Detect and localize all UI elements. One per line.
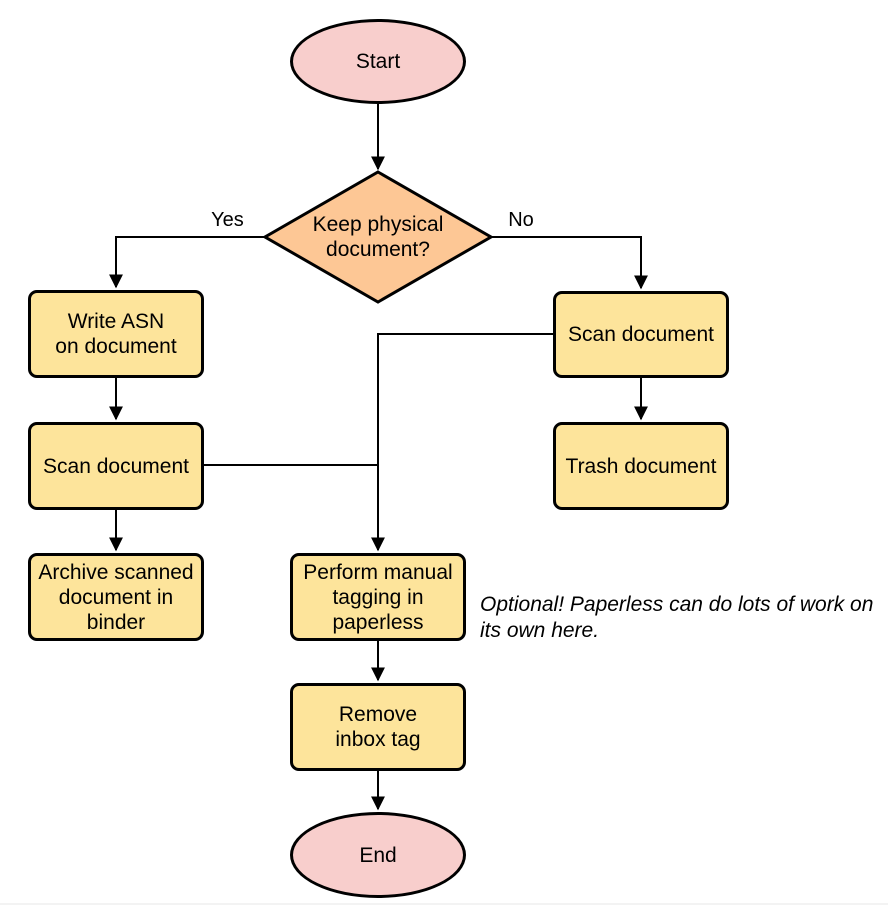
node-start: Start xyxy=(290,19,466,104)
node-scan-document-right-label: Scan document xyxy=(568,323,714,346)
node-write-asn-label: Write ASN on document xyxy=(55,310,177,358)
node-end-label: End xyxy=(359,843,397,867)
node-remove-inbox-tag-label: Remove inbox tag xyxy=(335,703,421,751)
edge-decision-yes xyxy=(109,236,265,289)
node-end: End xyxy=(290,812,466,898)
edge-decision-no xyxy=(491,236,648,290)
decision-diamond-shape xyxy=(261,170,495,304)
node-manual-tagging-label: Perform manual tagging in paperless xyxy=(303,560,453,634)
node-decision: Keep physical document? xyxy=(288,197,468,277)
node-manual-tagging: Perform manual tagging in paperless xyxy=(290,553,466,641)
node-trash-document: Trash document xyxy=(553,422,729,510)
node-trash-document-label: Trash document xyxy=(565,454,717,478)
edge-scanright-to-tagging xyxy=(371,333,553,552)
note-text: Optional! Paperless can do lots of work … xyxy=(480,593,874,642)
node-scan-document-right: Scan document xyxy=(553,291,729,378)
edge-label-yes: Yes xyxy=(211,209,244,231)
node-scan-document-left: Scan document xyxy=(28,422,204,510)
node-scan-document-left-label: Scan document xyxy=(43,454,189,478)
node-start-label: Start xyxy=(355,50,401,73)
edge-label-no: No xyxy=(508,209,534,231)
node-remove-inbox-tag: Remove inbox tag xyxy=(290,683,466,771)
node-archive-binder-label: Archive scanned document in binder xyxy=(38,560,194,634)
bottom-edge-line xyxy=(0,903,888,905)
node-write-asn: Write ASN on document xyxy=(28,290,204,378)
node-archive-binder: Archive scanned document in binder xyxy=(28,553,204,641)
node-decision-label: Keep physical document? xyxy=(312,213,444,261)
